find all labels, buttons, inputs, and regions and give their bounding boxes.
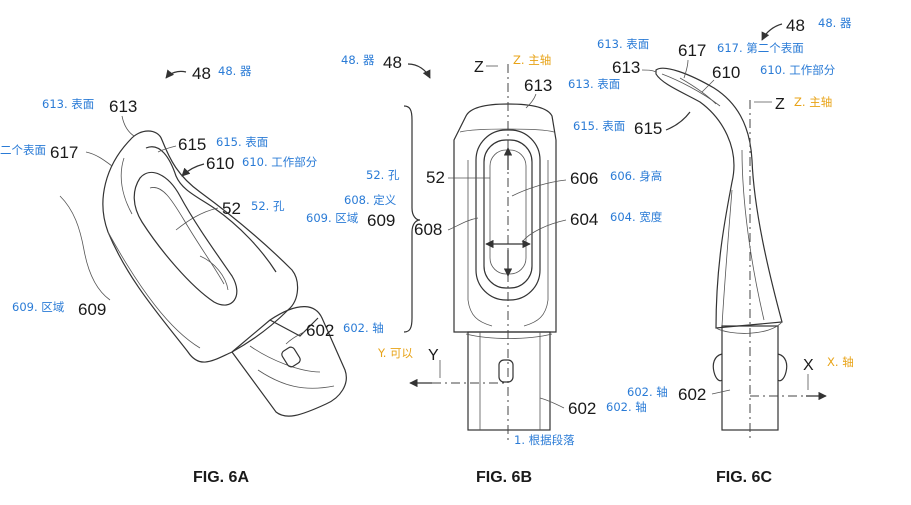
arrow-48-6c — [761, 23, 783, 41]
ref-52-6b: 52 — [426, 168, 445, 187]
ref-604-6b: 604 — [570, 210, 598, 229]
ref-609-6a: 609 — [78, 300, 106, 319]
ref-617-6c: 617 — [678, 41, 706, 60]
ann-617-6c: 617. 第二个表面 — [717, 41, 804, 55]
ann-613-6b: 613. 表面 — [568, 77, 620, 91]
ref-613-6c: 613 — [612, 58, 640, 77]
ann-48-6a: 48. 器 — [218, 64, 252, 78]
leader-615-6a — [157, 145, 177, 153]
caption-6a: FIG. 6A — [193, 469, 249, 486]
leader-602-6b — [539, 397, 565, 409]
ann-609-6a: 609. 区域 — [12, 300, 65, 314]
ref-615-6a: 615 — [178, 135, 206, 154]
ref-608-6b: 608 — [414, 220, 442, 239]
ref-606-6b: 606 — [570, 169, 598, 188]
ann-48-6b: 48. 器 — [341, 53, 375, 67]
ann-1-6b: 1. 根据段落 — [514, 433, 575, 447]
ref-613-6a: 613 — [109, 97, 137, 116]
leader-606-6b — [511, 179, 567, 197]
axis-x-6c: X — [803, 357, 814, 374]
ann-52-6a: 52. 孔 — [251, 199, 285, 213]
ref-602-6c: 602 — [678, 385, 706, 404]
ann-604-6b: 604. 宽度 — [610, 210, 663, 224]
ann-y-6b: Y. 可以 — [377, 346, 414, 360]
leader-617-6c — [683, 59, 689, 79]
leader-615-6b-b — [665, 111, 691, 131]
axis-z-6b: Z — [474, 59, 484, 76]
fig-6b: 48. 器 48 Z Z. 主轴 613 613. 表面 615. 表面 615… — [306, 53, 663, 486]
caption-6b: FIG. 6B — [476, 469, 532, 486]
ref-610-6c: 610 — [712, 63, 740, 82]
arrow-48-6b — [407, 63, 431, 79]
ann-x-6c: X. 轴 — [827, 355, 854, 369]
fig-6c: 48 48. 器 613. 表面 613 617 617. 第二个表面 610 … — [597, 16, 854, 486]
ann-609-6b: 609. 区域 — [306, 211, 359, 225]
ann-z-6b: Z. 主轴 — [513, 53, 551, 67]
leader-602-6c — [711, 389, 731, 395]
axis-y-6b: Y — [428, 347, 439, 364]
ann-z-6c: Z. 主轴 — [794, 95, 832, 109]
ann-608-6b: 608. 定义 — [344, 193, 397, 207]
leader-613-6c — [641, 69, 657, 73]
ann-52-6b: 52. 孔 — [366, 168, 400, 182]
ann-610-6c: 610. 工作部分 — [760, 63, 836, 77]
leader-613-6b — [525, 93, 537, 109]
arrow-610-6a — [181, 163, 205, 177]
ann-615-6b: 615. 表面 — [573, 119, 625, 133]
leader-608-6b — [447, 217, 479, 231]
ref-615-6b: 615 — [634, 119, 662, 138]
ref-610-6a: 610 — [206, 154, 234, 173]
ann-602-6b: 602. 轴 — [606, 400, 647, 414]
ann-613-6c: 613. 表面 — [597, 37, 649, 51]
ann-606-6b: 606. 身高 — [610, 169, 662, 183]
arrow-48-6a — [165, 69, 187, 79]
fig-6b-drawing — [403, 64, 557, 442]
ref-602-6b: 602 — [568, 399, 596, 418]
ref-617-6a: 617 — [50, 143, 78, 162]
leader-602-6a — [285, 331, 305, 345]
leader-52-6a — [175, 207, 219, 231]
ann-615-6a: 615. 表面 — [216, 135, 268, 149]
leader-604-6b — [521, 219, 567, 243]
ref-609-6b: 609 — [367, 211, 395, 230]
fig-6a-drawing — [59, 130, 347, 417]
leader-613-6a — [121, 115, 135, 137]
ref-602-6a: 602 — [306, 321, 334, 340]
fig-6c-drawing — [655, 67, 827, 440]
ann-602-6a: 602. 轴 — [343, 321, 384, 335]
ref-52-6a: 52 — [222, 199, 241, 218]
leader-610-6c — [701, 79, 715, 93]
ref-48-6a: 48 — [192, 64, 211, 83]
ann-610-6a: 610. 工作部分 — [242, 155, 318, 169]
ann-602-6c: 602. 轴 — [627, 385, 668, 399]
ann-48-6c: 48. 器 — [818, 16, 852, 30]
ann-617-6a: 二个表面 — [0, 143, 46, 157]
ann-613-6a: 613. 表面 — [42, 97, 94, 111]
leader-617-6a — [85, 151, 113, 167]
ref-48-6c: 48 — [786, 16, 805, 35]
fig-6a: 48 48. 器 613. 表面 613 二个表面 617 615 615. 表… — [0, 64, 384, 486]
ref-613-6b: 613 — [524, 76, 552, 95]
ref-48-6b: 48 — [383, 53, 402, 72]
axis-z-6c: Z — [775, 96, 785, 113]
caption-6c: FIG. 6C — [716, 469, 772, 486]
